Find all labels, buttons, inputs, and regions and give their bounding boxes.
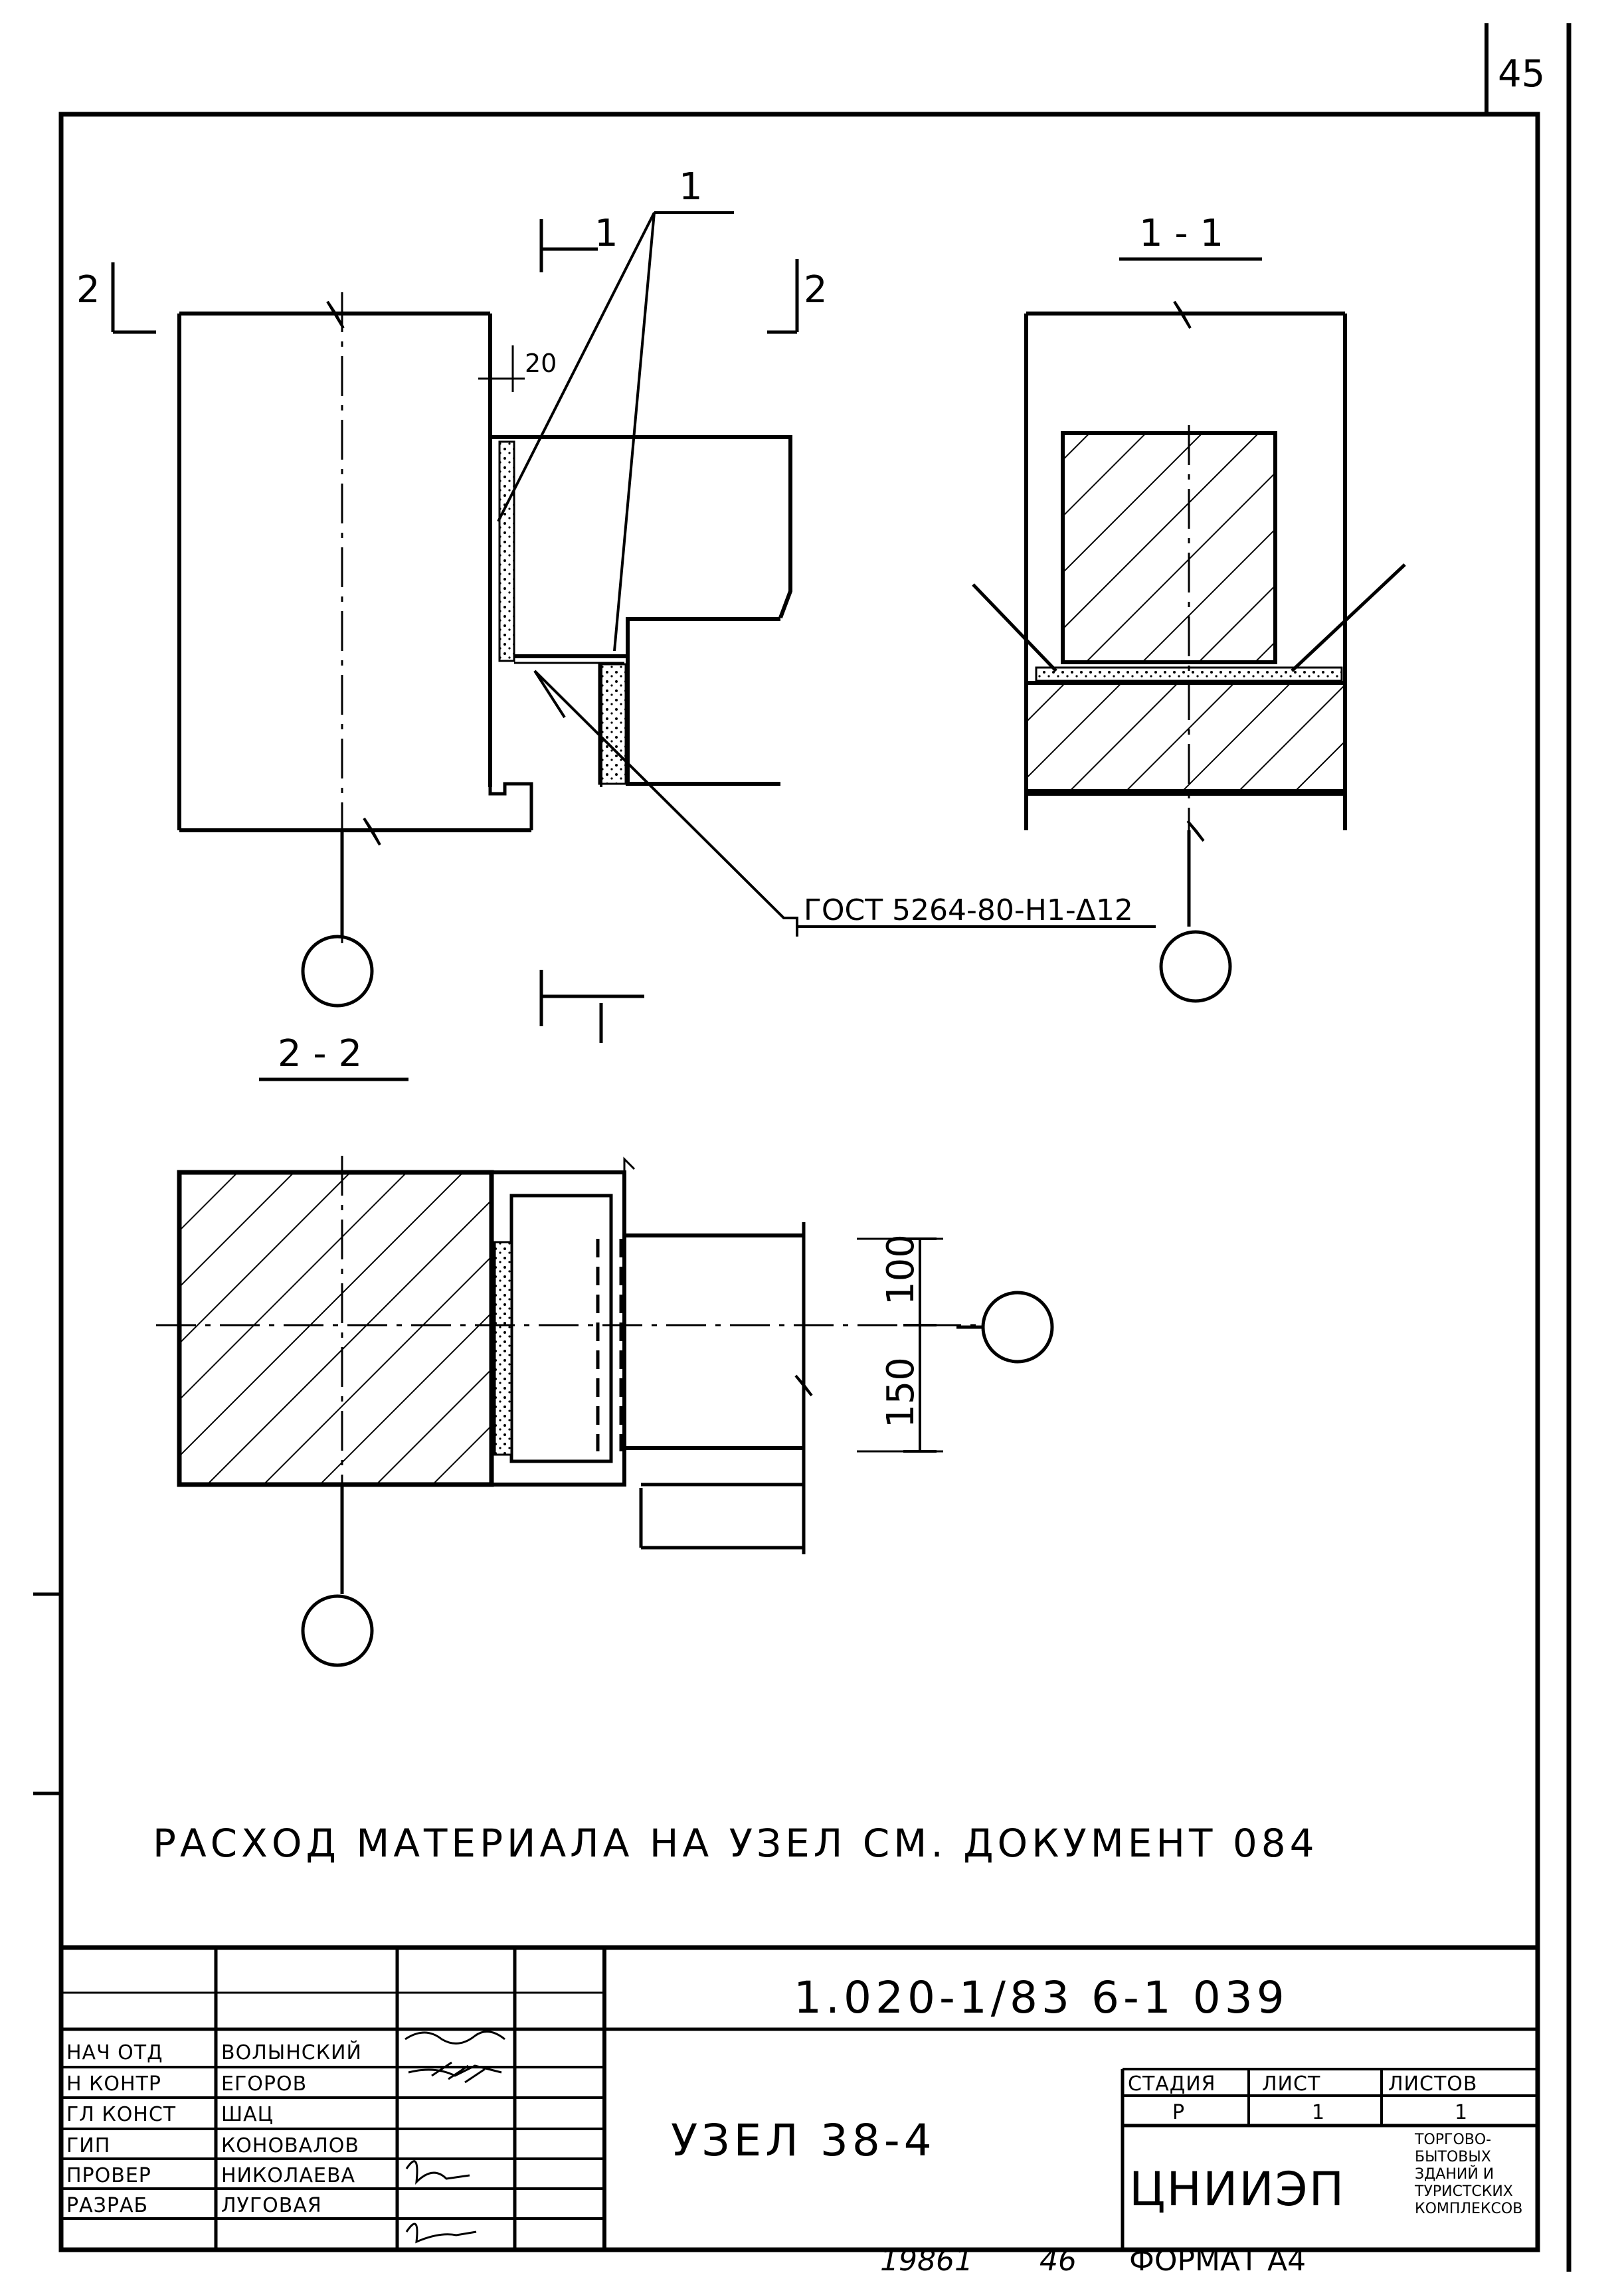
material-note: РАСХОД МАТЕРИАЛА НА УЗЕЛ СМ. ДОКУМЕНТ 08… <box>153 1821 1318 1866</box>
name-chief-designer: ШАЦ <box>221 2103 274 2126</box>
role-norm-control: Н КОНТР <box>66 2072 161 2096</box>
sheets-label: ЛИСТОВ <box>1388 2072 1477 2096</box>
section-2-2 <box>156 1156 1054 1667</box>
dimension-upper: 100 <box>879 1234 923 1305</box>
sheet-frame <box>33 23 1572 2272</box>
title-block-roles: НАЧ ОТД Н КОНТР ГЛ КОНСТ ГИП ПРОВЕР РАЗР… <box>66 2041 176 2217</box>
role-chief-designer: ГЛ КОНСТ <box>66 2103 176 2126</box>
sheet-label: ЛИСТ <box>1262 2072 1320 2096</box>
section-mark-1-bottom <box>539 970 644 1043</box>
title-block-names: ВОЛЫНСКИЙ ЕГОРОВ ШАЦ КОНОВАЛОВ НИКОЛАЕВА… <box>221 2041 362 2217</box>
role-developed: РАЗРАБ <box>66 2194 148 2217</box>
institute-subtitle-line: ТУРИСТСКИХ <box>1414 2183 1513 2200</box>
section-mark-2-left-label: 2 <box>76 268 100 312</box>
name-developed: ЛУГОВАЯ <box>221 2194 322 2217</box>
role-checked: ПРОВЕР <box>66 2164 151 2187</box>
sheet-number: 45 <box>1498 52 1545 96</box>
front-view <box>177 211 797 1008</box>
section-mark-1-top <box>539 219 598 272</box>
section-mark-1-top-label: 1 <box>594 212 618 255</box>
sheet-value: 1 <box>1312 2101 1325 2124</box>
title-section-1-1: 1 - 1 <box>1139 212 1223 255</box>
title-block <box>61 1945 1538 2250</box>
institute-subtitle-line: БЫТОВЫХ <box>1415 2149 1491 2165</box>
institute-subtitle: ТОРГОВО- БЫТОВЫХ ЗДАНИЙ И ТУРИСТСКИХ КОМ… <box>1414 2132 1522 2217</box>
format-label: ФОРМАТ А4 <box>1129 2244 1306 2275</box>
section-mark-2-right-label: 2 <box>804 268 828 312</box>
page-count: 46 <box>1039 2244 1077 2275</box>
inventory-number: 19861 <box>880 2244 973 2275</box>
role-head-department: НАЧ ОТД <box>66 2041 163 2064</box>
dimension-gap: 20 <box>525 349 557 378</box>
title-section-2-2: 2 - 2 <box>278 1032 362 1075</box>
dimension-lower: 150 <box>879 1357 923 1428</box>
stage-value: Р <box>1172 2101 1185 2124</box>
institute-subtitle-line: ТОРГОВО- <box>1414 2132 1491 2148</box>
sheets-value: 1 <box>1455 2101 1468 2124</box>
name-checked: НИКОЛАЕВА <box>221 2164 355 2187</box>
name-head-department: ВОЛЫНСКИЙ <box>221 2041 362 2064</box>
document-code: 1.020-1/83 6-1 039 <box>794 1972 1289 2023</box>
role-chief-engineer: ГИП <box>66 2134 110 2157</box>
weld-callout <box>796 917 1156 937</box>
section-1-1 <box>972 300 1406 1003</box>
node-title: УЗЕЛ 38-4 <box>671 2115 936 2166</box>
stage-label: СТАДИЯ <box>1128 2072 1216 2096</box>
leader-callout-1: 1 <box>679 165 703 209</box>
weld-callout-text: ГОСТ 5264-80-Н1-Δ12 <box>804 893 1133 927</box>
institute-name: ЦНИИЭП <box>1129 2162 1345 2217</box>
section-mark-2-right <box>767 259 799 334</box>
institute-subtitle-line: ЗДАНИЙ И <box>1415 2165 1494 2183</box>
name-norm-control: ЕГОРОВ <box>221 2072 307 2096</box>
section-mark-2-left <box>111 262 156 334</box>
institute-subtitle-line: КОМПЛЕКСОВ <box>1415 2201 1522 2217</box>
name-chief-engineer: КОНОВАЛОВ <box>221 2134 359 2157</box>
